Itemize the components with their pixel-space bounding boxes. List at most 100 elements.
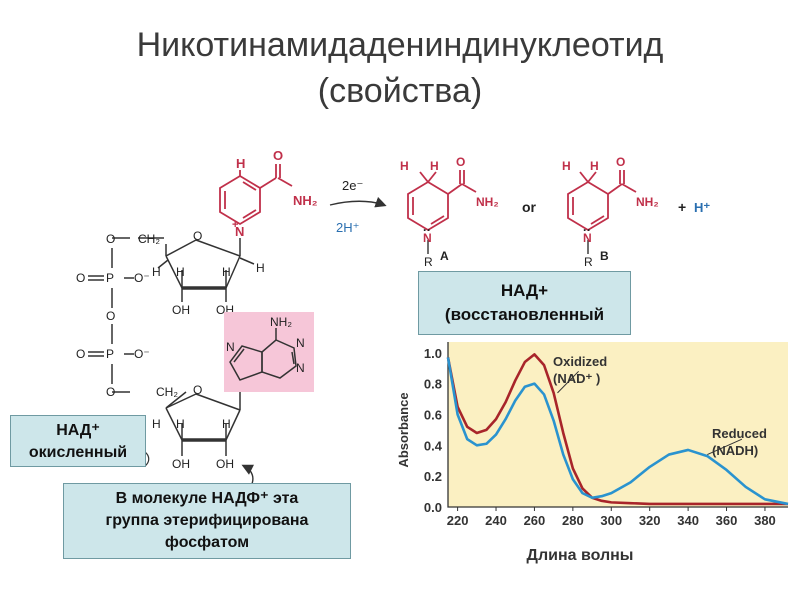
annotation-oxidized-line1: Oxidized xyxy=(553,354,607,369)
label-ring-o-top: O xyxy=(193,229,202,243)
label-h-s1c: H xyxy=(222,265,231,279)
oxidized-line1: НАД⁺ xyxy=(56,422,100,439)
annotation-oxidized-line2: (NAD⁺ ) xyxy=(553,371,600,386)
pyridinium-ring xyxy=(219,174,261,226)
label-protons: 2H⁺ xyxy=(336,220,359,235)
label-h-a1: H xyxy=(400,159,409,173)
backbone-labels: O CH₂ O O P O⁻ O O P O⁻ O CH₂ O H H H H … xyxy=(76,229,265,471)
x-tick-label: 220 xyxy=(447,513,469,528)
label-nh2-adenine: NH₂ xyxy=(270,315,292,329)
label-n-b: N xyxy=(583,231,592,245)
reduced-label-box: НАД+ (восстановленный xyxy=(418,271,631,335)
label-n7: N xyxy=(226,340,235,354)
label-ominus-p2: O⁻ xyxy=(134,347,150,361)
oxidized-bracket xyxy=(144,451,150,467)
label-ch2-bottom: CH₂ xyxy=(156,385,178,399)
label-o: O xyxy=(273,148,283,163)
y-tick-label: 1.0 xyxy=(424,346,442,361)
label-a: A xyxy=(440,249,449,263)
label-h-s1b: H xyxy=(176,265,185,279)
label-oh-s1a: OH xyxy=(172,303,190,317)
chart-series xyxy=(446,353,789,506)
label-or: or xyxy=(522,199,537,215)
label-ring-o-bottom: O xyxy=(193,383,202,397)
label-o-p1: O xyxy=(76,271,85,285)
x-tick-label: 240 xyxy=(485,513,507,528)
label-r-a: R xyxy=(424,255,433,269)
x-tick-label: 300 xyxy=(600,513,622,528)
page-title-line1: Никотинамидадениндинуклеотид xyxy=(136,26,664,64)
y-tick-label: 0.6 xyxy=(424,407,442,422)
label-n-a: N xyxy=(423,231,432,245)
x-axis-label: Длина волны xyxy=(527,547,634,564)
label-ominus-p1: O⁻ xyxy=(134,271,150,285)
label-plus-sign: + xyxy=(678,199,686,215)
y-tick-label: 0.4 xyxy=(424,438,443,453)
label-o-a: O xyxy=(456,155,465,169)
label-n1: N xyxy=(296,336,305,350)
label-h-s1d: H xyxy=(256,261,265,275)
plot-background xyxy=(448,342,788,507)
label-p2: P xyxy=(106,347,114,361)
adenine-labels: NH₂ N N N xyxy=(226,315,305,375)
label-h-b1: H xyxy=(562,159,571,173)
reduced-ring-a xyxy=(407,170,477,232)
x-tick-label: 360 xyxy=(716,513,738,528)
label-plus: + xyxy=(232,219,238,231)
ester-line3: фосфатом xyxy=(164,534,250,551)
label-r-b: R xyxy=(584,255,593,269)
oxidized-leader xyxy=(557,370,579,394)
label-n3: N xyxy=(296,361,305,375)
x-tick-label: 320 xyxy=(639,513,661,528)
reduced-line2: (восстановленный xyxy=(444,305,605,324)
label-h-a2: H xyxy=(430,159,439,173)
y-tick-label: 0.0 xyxy=(424,500,442,515)
label-oh-s2b: OH xyxy=(216,457,234,471)
ester-line1: В молекуле НАДФ⁺ эта xyxy=(115,490,299,507)
label-o-p2: O xyxy=(76,347,85,361)
label-h-s2b: H xyxy=(176,417,185,431)
label-h: H xyxy=(236,156,245,171)
x-tick-label: 280 xyxy=(562,513,584,528)
ester-note-box: В молекуле НАДФ⁺ эта группа этерифициров… xyxy=(63,483,351,559)
reduced-line1: НАД+ xyxy=(500,281,549,300)
page-title-line2: (свойства) xyxy=(317,72,483,110)
x-tick-label: 260 xyxy=(524,513,546,528)
label-h-s2a: H xyxy=(152,417,161,431)
label-h-s2c: H xyxy=(222,417,231,431)
reduced-leader xyxy=(707,438,743,456)
label-nh2-a: NH₂ xyxy=(476,195,499,209)
label-nh2-b: NH₂ xyxy=(636,195,659,209)
reaction-arrow xyxy=(329,196,387,208)
label-b: B xyxy=(600,249,609,263)
label-dots-a: ·· xyxy=(423,223,431,237)
label-h-b2: H xyxy=(590,159,599,173)
axis-lines xyxy=(447,342,788,508)
annotation-reduced-line1: Reduced xyxy=(712,426,767,441)
label-nh2: NH₂ xyxy=(293,193,318,208)
label-dots-b: ·· xyxy=(583,223,591,237)
label-oh-s2a: OH xyxy=(172,457,190,471)
label-o-top: O xyxy=(106,232,115,246)
oxidized-label-box: НАД⁺ окисленный xyxy=(10,415,146,467)
series-reduced-line xyxy=(446,357,789,506)
y-tick-label: 0.2 xyxy=(424,469,442,484)
reduced-a-labels: H H O NH₂ N ·· R A xyxy=(400,155,499,269)
y-axis-label: Absorbance xyxy=(396,392,411,467)
label-o-bridge: O xyxy=(106,309,115,323)
x-tick-label: 380 xyxy=(754,513,776,528)
label-electrons: 2e⁻ xyxy=(342,178,363,193)
label-ch2-top: CH₂ xyxy=(138,232,160,246)
adenine-ring xyxy=(229,328,297,381)
label-o-bottom: O xyxy=(106,385,115,399)
label-h-s1a: H xyxy=(152,265,161,279)
reduced-b-labels: H H O NH₂ N ·· R B + H⁺ xyxy=(562,155,710,269)
reduced-ring-b xyxy=(567,170,637,232)
ester-line2: группа этерифицирована xyxy=(105,512,309,529)
label-p1: P xyxy=(106,271,114,285)
nicotinamide-oxidized xyxy=(219,164,293,226)
x-tick-label: 340 xyxy=(677,513,699,528)
